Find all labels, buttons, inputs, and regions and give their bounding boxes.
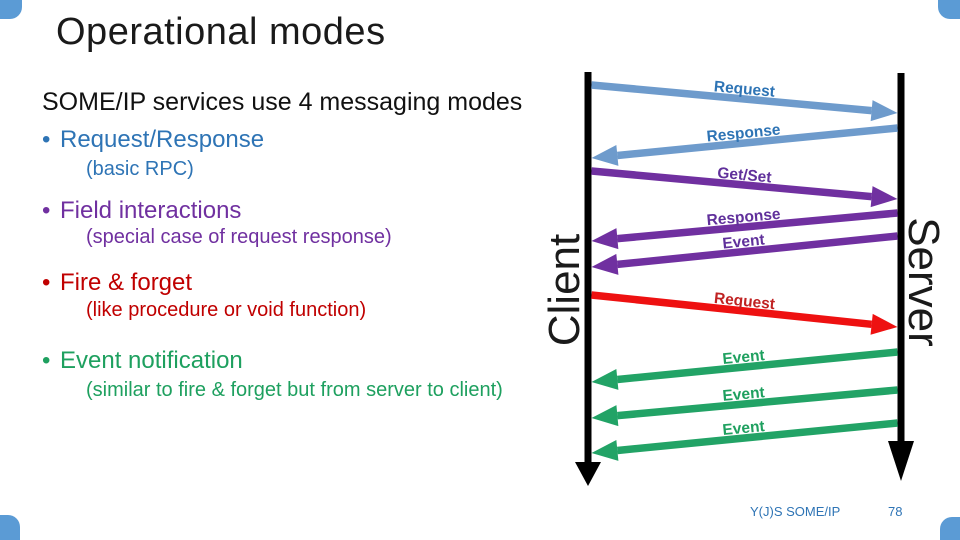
message-arrow-0-shaft: [591, 81, 872, 115]
message-arrow-6-head: [591, 369, 619, 390]
bullet-field-interactions-sub: (special case of request response): [86, 226, 392, 248]
message-arrow-6-shaft: [617, 348, 898, 384]
bullet-request-response-sub: (basic RPC): [86, 158, 194, 180]
message-arrow-4-label: Event: [722, 231, 766, 252]
bullet-event-notification-sub: (similar to fire & forget but from serve…: [86, 379, 503, 401]
message-arrow-4-shaft: [616, 232, 898, 269]
message-arrow-3-head: [591, 228, 619, 250]
corner-decoration-bottom-left: [0, 515, 20, 540]
lifeline-server: [897, 73, 905, 441]
message-arrow-5-label: Request: [713, 290, 776, 313]
bullet-request-response: • Request/Response: [42, 126, 264, 154]
bullet-label: Request/Response: [60, 126, 265, 153]
message-arrow-3-shaft: [617, 209, 898, 243]
intro-text: SOME/IP services use 4 messaging modes: [42, 88, 523, 116]
bullet-dot: •: [42, 197, 51, 224]
bullet-fire-and-forget: • Fire & forget: [42, 269, 192, 297]
message-arrow-5-head: [870, 313, 898, 335]
corner-decoration-top-left: [0, 0, 22, 19]
bullet-label: Event notification: [60, 347, 243, 374]
corner-decoration-bottom-right: [940, 517, 960, 540]
lifeline-server-arrowhead: [888, 441, 914, 481]
message-arrow-8-head: [591, 440, 619, 461]
message-arrow-8-label: Event: [722, 418, 766, 439]
bullet-dot: •: [42, 269, 51, 296]
message-arrow-7-label: Event: [722, 384, 766, 405]
message-arrow-7-shaft: [617, 386, 898, 420]
server-label: Server: [899, 217, 948, 347]
bullet-label: Fire & forget: [60, 269, 193, 296]
message-arrow-1-shaft: [617, 124, 898, 160]
message-arrow-2-shaft: [591, 167, 872, 201]
bullet-dot: •: [42, 126, 51, 153]
bullet-label: Field interactions: [60, 197, 242, 224]
message-arrow-2-head: [870, 186, 898, 208]
corner-decoration-top-right: [938, 0, 960, 19]
message-arrow-6-label: Event: [722, 347, 766, 368]
message-arrow-2-label: Get/Set: [717, 165, 773, 187]
footer-credit: Y(J)S SOME/IP: [750, 504, 841, 519]
bullet-event-notification: • Event notification: [42, 347, 243, 375]
message-arrow-7-head: [591, 405, 619, 427]
message-arrow-0-label: Request: [713, 78, 775, 100]
lifeline-client: [584, 72, 592, 462]
message-arrow-1-head: [591, 145, 619, 166]
bullet-dot: •: [42, 347, 51, 374]
bullet-field-interactions: • Field interactions: [42, 197, 241, 225]
message-arrow-8-shaft: [617, 419, 898, 455]
bullet-fire-and-forget-sub: (like procedure or void function): [86, 299, 367, 321]
message-arrow-5-shaft: [591, 291, 873, 329]
footer-page-number: 78: [888, 504, 903, 519]
client-label: Client: [540, 234, 589, 347]
slide-title: Operational modes: [56, 11, 386, 53]
lifeline-client-arrowhead: [575, 462, 601, 486]
message-arrow-4-head: [591, 253, 619, 275]
message-arrow-3-label: Response: [706, 206, 782, 230]
message-arrow-0-head: [870, 100, 898, 122]
